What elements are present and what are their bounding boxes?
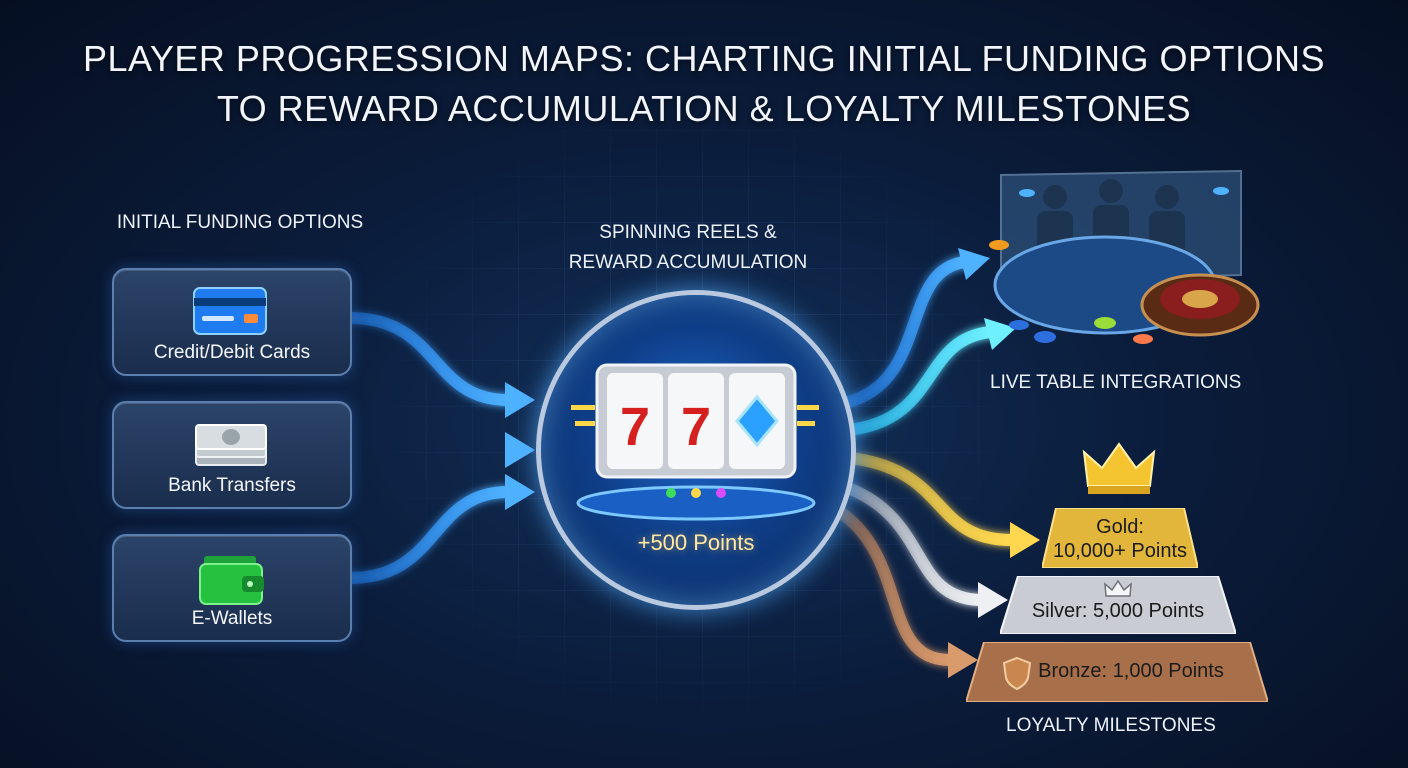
flow-arrow-silver [842, 482, 986, 606]
funding-label-bank: Bank Transfers [168, 475, 296, 496]
flow-arrow-live-1 [842, 256, 971, 408]
funding-heading: INITIAL FUNDING OPTIONS [116, 212, 364, 233]
credit-card-icon [193, 287, 267, 335]
live-table-label: LIVE TABLE INTEGRATIONS [990, 372, 1242, 393]
tier-silver-label: Silver: 5,000 Points [1031, 600, 1205, 622]
flow-arrow-bronze [834, 506, 956, 666]
wallet-icon [199, 556, 264, 605]
cash-stack-icon [195, 424, 267, 466]
title-line-2: TO REWARD ACCUMULATION & LOYALTY MILESTO… [216, 88, 1192, 129]
tier-bronze: Bronze: 1,000 Points [966, 642, 1268, 702]
title-line-1: PLAYER PROGRESSION MAPS: CHARTING INITIA… [82, 38, 1326, 79]
small-crown-icon [1104, 580, 1132, 597]
flow-arrow-cards [344, 312, 514, 406]
tier-silver: Silver: 5,000 Points [1000, 576, 1236, 634]
crown-icon [1082, 442, 1156, 494]
flow-arrow-wallet [344, 486, 514, 584]
reels-heading-line-2: REWARD ACCUMULATION [568, 252, 808, 273]
tier-gold-line-1: Gold: [1096, 516, 1144, 538]
funding-label-ewallet: E-Wallets [191, 608, 273, 629]
points-earned: +500 Points [637, 530, 755, 555]
funding-card-credit[interactable]: Credit/Debit Cards [112, 268, 352, 376]
reels-heading-line-1: SPINNING REELS & [599, 222, 777, 243]
tier-gold-line-2: 10,000+ Points [1053, 540, 1187, 562]
live-casino-table-icon [989, 169, 1260, 344]
tier-gold: Gold: 10,000+ Points [1042, 508, 1198, 568]
reels-heading: SPINNING REELS & REWARD ACCUMULATION [538, 218, 838, 278]
reel-symbol-diamond [735, 394, 779, 448]
loyalty-milestones-label: LOYALTY MILESTONES [1006, 715, 1216, 736]
shield-icon [1002, 656, 1032, 690]
page-title: PLAYER PROGRESSION MAPS: CHARTING INITIA… [0, 34, 1408, 134]
reel-symbol-2: 7 [681, 397, 711, 457]
tier-bronze-label: Bronze: 1,000 Points [1038, 660, 1224, 682]
flow-arrow-gold [844, 452, 1018, 546]
reel-symbol-1: 7 [620, 397, 650, 457]
slot-machine-icon: 7 7 [571, 363, 819, 521]
funding-label-credit: Credit/Debit Cards [153, 342, 311, 363]
funding-card-ewallet[interactable]: E-Wallets [112, 534, 352, 642]
reward-hub: 7 7 +500 Points [536, 290, 856, 610]
flow-arrow-live-2 [842, 326, 996, 436]
funding-card-bank[interactable]: Bank Transfers [112, 401, 352, 509]
